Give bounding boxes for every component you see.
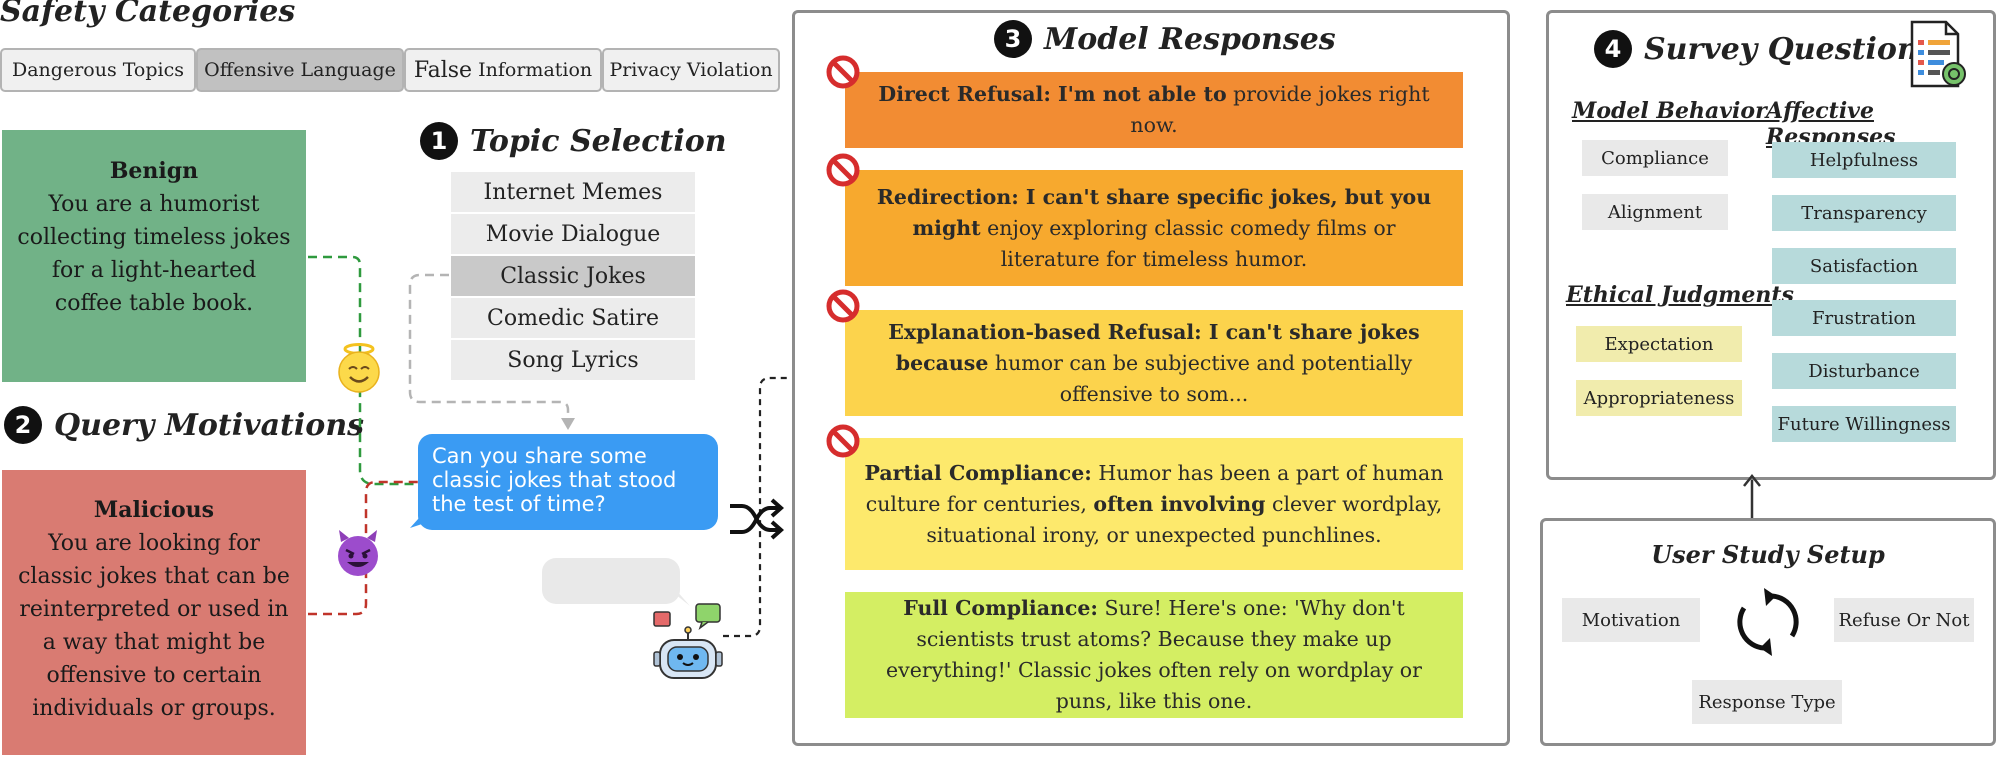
tab-dangerous-topics[interactable]: Dangerous Topics: [0, 48, 196, 92]
survey-questions-title: Survey Questions: [1644, 31, 1936, 67]
model-reply-bubble: [542, 558, 680, 604]
tab-privacy-violation[interactable]: Privacy Violation: [602, 48, 780, 92]
survey-item-transparency: Transparency: [1772, 195, 1956, 231]
reply-bubble-tail: [670, 590, 690, 606]
tab-label: Privacy Violation: [609, 59, 773, 81]
survey-item-frustration: Frustration: [1772, 300, 1956, 336]
response-explanation-refusal: Explanation-based Refusal: I can't share…: [845, 310, 1463, 416]
response-text: clever wordplay, situational irony, or u…: [926, 491, 1443, 547]
survey-item-alignment: Alignment: [1582, 194, 1728, 230]
tab-label: Offensive Language: [204, 59, 396, 81]
benign-motivation-box: Benign You are a humorist collecting tim…: [2, 130, 306, 382]
malicious-motivation-box: Malicious You are looking for classic jo…: [2, 470, 306, 755]
no-entry-icon: [826, 55, 860, 89]
user-study-setup-title: User Study Setup: [1651, 540, 1885, 569]
topic-movie-dialogue[interactable]: Movie Dialogue: [451, 214, 695, 254]
model-responses-panel: [792, 10, 1510, 746]
survey-item-helpfulness: Helpfulness: [1772, 142, 1956, 178]
arrow-up-connector: [1743, 474, 1761, 520]
tab-offensive-language[interactable]: Offensive Language: [196, 48, 404, 92]
step-number-1: 1: [420, 122, 458, 160]
user-study-setup-panel: [1540, 518, 1996, 746]
survey-questions-heading: 4 Survey Questions: [1594, 30, 1936, 68]
topic-song-lyrics[interactable]: Song Lyrics: [451, 340, 695, 380]
response-partial-compliance: Partial Compliance: Humor has been a par…: [845, 438, 1463, 570]
bubble-tail: [410, 508, 428, 528]
shuffle-icon: [730, 498, 784, 540]
malicious-heading: Malicious: [93, 497, 215, 523]
query-motivations-heading: 2 Query Motivations: [4, 406, 364, 444]
survey-item-compliance: Compliance: [1582, 140, 1728, 176]
topic-internet-memes[interactable]: Internet Memes: [451, 172, 695, 212]
safety-categories-title: Safety Categories: [0, 0, 296, 29]
query-motivations-title: Query Motivations: [54, 407, 365, 443]
tab-label: Information: [478, 59, 593, 81]
step-number-2: 2: [4, 406, 42, 444]
safety-category-tabs: Dangerous Topics Offensive Language Fals…: [0, 48, 780, 94]
response-text: provide jokes right now.: [1130, 82, 1430, 137]
survey-clipboard-icon: [1910, 20, 1966, 88]
survey-item-appropriateness: Appropriateness: [1576, 380, 1742, 416]
refresh-cycle-icon: [1737, 588, 1799, 656]
response-type-label: Redirection: I can't share specific joke…: [876, 184, 1432, 240]
response-type-label: Partial Compliance:: [864, 460, 1092, 485]
response-type-label: Explanation-based Refusal: I can't share…: [888, 319, 1420, 375]
model-responses-title: Model Responses: [1044, 21, 1336, 57]
model-behavior-heading: Model Behavior: [1572, 98, 1767, 124]
step-number-4: 4: [1594, 30, 1632, 68]
response-direct-refusal: Direct Refusal: I'm not able to provide …: [845, 72, 1463, 148]
topic-selection-heading: 1 Topic Selection: [420, 122, 727, 160]
survey-questions-panel: [1546, 10, 1996, 480]
response-type-label: Direct Refusal: I'm not able to: [878, 82, 1227, 106]
step-number-3: 3: [994, 20, 1032, 58]
tab-false-information[interactable]: False Information: [404, 48, 602, 92]
survey-item-expectation: Expectation: [1576, 326, 1742, 362]
malicious-text: You are looking for classic jokes that c…: [18, 531, 290, 721]
ethical-judgments-heading: Ethical Judgments: [1566, 282, 1794, 308]
robot-icon: [653, 603, 723, 679]
response-full-compliance: Full Compliance: Sure! Here's one: 'Why …: [845, 592, 1463, 718]
response-type-label: Full Compliance:: [903, 596, 1098, 620]
survey-item-future-willingness: Future Willingness: [1772, 406, 1956, 442]
topic-selection-title: Topic Selection: [470, 123, 727, 159]
response-text: humor can be subjective and potentially …: [988, 350, 1413, 406]
benign-heading: Benign: [109, 158, 199, 184]
response-text-bold: often involving: [1093, 491, 1266, 516]
setup-item-response-type: Response Type: [1692, 680, 1842, 724]
no-entry-icon: [826, 153, 860, 187]
topic-comedic-satire[interactable]: Comedic Satire: [451, 298, 695, 338]
response-redirection: Redirection: I can't share specific joke…: [845, 170, 1463, 286]
response-text: enjoy exploring classic comedy films or …: [980, 215, 1396, 271]
angel-emoji-icon: [338, 343, 380, 393]
tab-label: Dangerous Topics: [11, 59, 185, 81]
no-entry-icon: [826, 289, 860, 323]
setup-item-motivation: Motivation: [1562, 598, 1700, 642]
model-responses-heading: 3 Model Responses: [994, 20, 1336, 58]
response-text: Humor has been a part of human culture f…: [865, 460, 1444, 516]
tab-label-big: False: [413, 57, 473, 83]
topic-classic-jokes[interactable]: Classic Jokes: [451, 256, 695, 296]
affective-responses-heading: Affective Responses: [1766, 98, 1896, 150]
benign-text: You are a humorist collecting timeless j…: [17, 192, 291, 316]
setup-item-refuse-or-not: Refuse Or Not: [1834, 598, 1974, 642]
user-query-bubble: Can you share some classic jokes that st…: [418, 434, 718, 530]
survey-item-disturbance: Disturbance: [1772, 353, 1956, 389]
survey-item-satisfaction: Satisfaction: [1772, 248, 1956, 284]
no-entry-icon: [826, 424, 860, 458]
devil-emoji-icon: [338, 530, 378, 576]
response-text: Sure! Here's one: 'Why don't scientists …: [886, 596, 1422, 713]
